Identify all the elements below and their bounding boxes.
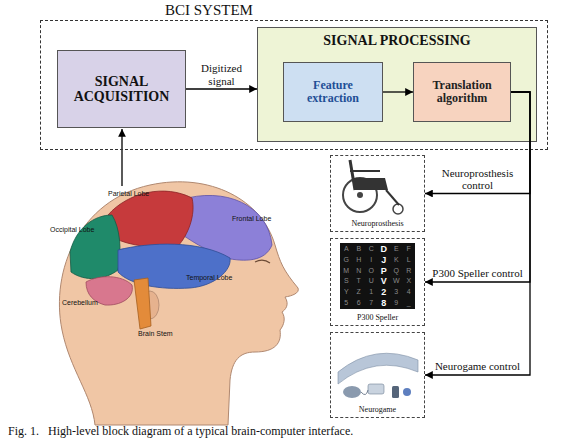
part-name: Occipital Lobe — [50, 226, 94, 233]
speller-cell: M — [340, 266, 353, 277]
figure-caption: Fig. 1. High-level block diagram of a ty… — [8, 424, 353, 439]
speller-cell: N — [353, 266, 366, 277]
brain-stem-shape — [134, 278, 151, 329]
speller-cell: 6 — [353, 298, 366, 309]
speller-cell: S — [340, 276, 353, 287]
speller-cell: I — [365, 255, 378, 266]
edge-label: P300 Speller control — [427, 267, 528, 280]
speller-cell: Z — [353, 287, 366, 298]
speller-cell: _ — [403, 298, 416, 309]
wheelchair-seat — [352, 178, 388, 190]
wheelchair-hub — [357, 192, 363, 198]
game-controller — [392, 386, 399, 398]
speller-cell: D — [378, 244, 391, 255]
speller-cell: F — [403, 244, 416, 255]
node-label: Neurogame — [356, 406, 399, 415]
speller-cell: V — [378, 276, 391, 287]
speller-cell: 9 — [390, 298, 403, 309]
part-name: Brain Stem — [138, 330, 173, 337]
game-sensor — [403, 388, 411, 396]
game-cable — [361, 390, 368, 395]
boundary-title: BCI SYSTEM — [165, 2, 253, 19]
part-name: Parietal Lobe — [108, 190, 149, 197]
speller-cell: J — [378, 255, 391, 266]
speller-cell: U — [365, 276, 378, 287]
node-label: Translation algorithm — [414, 79, 510, 105]
node-label: SIGNAL PROCESSING — [320, 33, 473, 48]
acquisition-arrow — [121, 129, 122, 186]
wheelchair-footrest — [386, 190, 399, 205]
system-boundary: BCI SYSTEMSIGNAL ACQUISITIONSIGNAL PROCE… — [40, 20, 548, 150]
speller-cell: C — [365, 244, 378, 255]
speller-cell: A — [340, 244, 353, 255]
head-silhouette — [59, 182, 298, 425]
speller-cell: X — [403, 276, 416, 287]
speller-cell: 2 — [378, 287, 391, 298]
speller-cell: T — [353, 276, 366, 287]
wheelchair-back — [350, 160, 355, 190]
edge-label: Neurogame control — [427, 360, 528, 373]
application-box: Neuroprosthesis — [330, 155, 425, 232]
wheelchair-caster — [393, 204, 403, 214]
node-label: SIGNAL ACQUISITION — [58, 74, 185, 105]
speller-cell: 4 — [403, 287, 416, 298]
speller-cell: G — [340, 255, 353, 266]
edge-label: Neuroprosthesis control — [427, 167, 528, 192]
node-label: P300 Speller — [354, 314, 401, 323]
connector-arrow — [186, 88, 257, 89]
part-name: Frontal Lobe — [232, 215, 271, 222]
speller-cell: R — [403, 266, 416, 277]
speller-cell: W — [390, 276, 403, 287]
game-device — [368, 384, 384, 394]
application-box: Neurogame — [330, 332, 425, 418]
eye-mark — [255, 260, 270, 263]
speller-cell: E — [390, 244, 403, 255]
group-box: SIGNAL PROCESSING Feature extraction Trans… — [257, 27, 537, 142]
speller-cell: H — [353, 255, 366, 266]
speller-cell: P — [378, 266, 391, 277]
speller-cell: 7 — [365, 298, 378, 309]
speller-cell: 1 — [365, 287, 378, 298]
game-headset — [343, 386, 361, 398]
game-panel — [338, 353, 418, 384]
process-box: SIGNAL ACQUISITION — [57, 50, 186, 128]
node-label: Neuroprosthesis — [349, 220, 407, 229]
node-label: Feature extraction — [284, 79, 382, 105]
process-box: Translation algorithm — [413, 62, 511, 122]
speller-cell: K — [390, 255, 403, 266]
speller-cell: 8 — [378, 298, 391, 309]
process-box: Feature extraction — [283, 62, 383, 122]
speller-cell: B — [353, 244, 366, 255]
speller-cell: 3 — [390, 287, 403, 298]
parietal-lobe-shape — [108, 191, 193, 247]
part-name: Cerebellum — [62, 299, 98, 306]
speller-cell: Q — [390, 266, 403, 277]
speller-cell: 5 — [340, 298, 353, 309]
speller-cell: Y — [340, 287, 353, 298]
wheelchair-armrest — [350, 170, 380, 172]
speller-screen — [340, 243, 415, 309]
edge-label: Digitized signal — [188, 62, 255, 87]
speller-cell: L — [403, 255, 416, 266]
part-name: Temporal Lobe — [186, 274, 232, 281]
speller-cell: O — [365, 266, 378, 277]
occipital-lobe-shape — [70, 215, 120, 279]
